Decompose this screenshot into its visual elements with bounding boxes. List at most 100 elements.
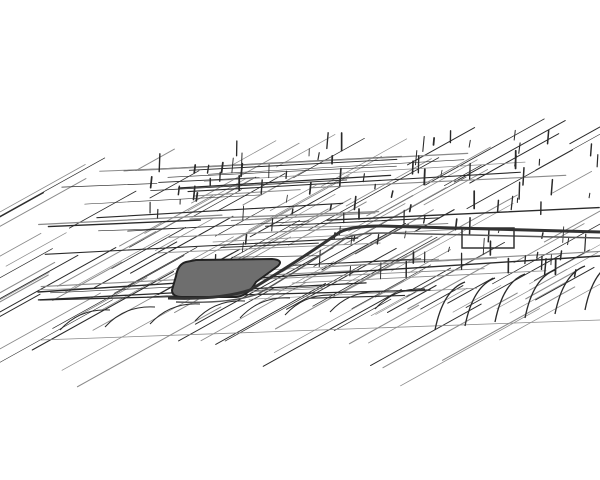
ramp-stroke <box>104 306 156 328</box>
hatch-stroke <box>248 155 383 231</box>
hatch-stroke <box>0 261 56 294</box>
building-stroke <box>308 181 312 195</box>
building-stroke <box>240 162 244 178</box>
hatch-stroke <box>76 306 222 388</box>
street-stroke <box>324 250 600 268</box>
building-stroke <box>447 246 450 253</box>
building-stroke <box>158 153 161 173</box>
building-stroke <box>338 167 342 187</box>
station-building <box>461 227 515 249</box>
hatch-stroke <box>149 170 200 199</box>
ramp-stroke <box>329 291 381 313</box>
hatch-stroke <box>528 244 600 285</box>
building-stroke <box>496 199 500 213</box>
hatch-stroke <box>391 203 514 272</box>
building-stroke <box>468 162 471 180</box>
hatch-stroke <box>269 184 317 212</box>
arch-stroke <box>524 269 556 319</box>
building-stroke <box>353 235 356 242</box>
hatch-stroke <box>0 157 106 217</box>
building-stroke <box>589 143 593 157</box>
hatch-stroke <box>366 146 491 217</box>
building-stroke <box>220 161 224 174</box>
hatch-stroke <box>258 261 335 304</box>
street-stroke <box>156 242 381 254</box>
arch-stroke <box>554 265 586 315</box>
hatch-stroke <box>333 298 392 332</box>
street-stroke <box>127 220 310 232</box>
building-stroke <box>177 185 181 196</box>
building-stroke <box>349 266 352 277</box>
building-stroke <box>241 241 244 253</box>
hatch-stroke <box>0 232 42 257</box>
hatch-stroke <box>0 299 113 363</box>
hatch-stroke <box>200 282 306 342</box>
hatch-stroke <box>191 189 242 218</box>
building-stroke <box>432 137 435 146</box>
arch-stroke <box>494 273 526 323</box>
horizontal-street-lines <box>37 152 600 341</box>
hatch-stroke <box>0 178 87 227</box>
hatch-stroke <box>155 217 214 251</box>
street-stroke <box>207 159 465 175</box>
building-stroke <box>423 168 426 186</box>
building-stroke <box>422 136 425 152</box>
building-stroke <box>231 157 234 174</box>
hatch-stroke <box>343 187 447 245</box>
building-stroke <box>562 226 565 243</box>
hatch-stroke <box>65 233 170 293</box>
building-stroke <box>550 178 554 196</box>
hatch-stroke <box>277 193 336 227</box>
building-stroke <box>318 249 321 268</box>
arch-stroke <box>464 277 496 327</box>
hatch-stroke <box>303 209 434 283</box>
hatch-stroke <box>387 194 518 268</box>
hatch-stroke <box>249 186 341 238</box>
hatch-stroke <box>355 223 410 255</box>
hatch-stroke <box>525 270 576 300</box>
street-stroke <box>137 152 469 172</box>
building-stroke <box>518 181 521 200</box>
street-stroke <box>203 161 526 182</box>
hatch-stroke <box>375 250 492 315</box>
ramp-stroke <box>374 288 426 310</box>
hatch-stroke <box>348 304 420 345</box>
ramp-stroke <box>194 300 246 322</box>
hatch-stroke <box>135 148 175 172</box>
building-stroke <box>468 139 471 148</box>
hatch-stroke <box>0 292 101 350</box>
building-stroke <box>206 164 210 174</box>
street-stroke <box>177 174 392 189</box>
hatch-stroke <box>407 262 492 310</box>
building-stroke <box>317 152 320 161</box>
ramp-stroke <box>149 303 201 325</box>
hatch-stroke <box>0 192 45 218</box>
street-stroke <box>38 214 223 226</box>
building-stroke <box>411 160 414 175</box>
hatch-stroke <box>0 272 50 301</box>
building-stroke <box>244 233 248 245</box>
street-stroke <box>167 165 397 178</box>
building-stroke <box>149 176 153 189</box>
street-stroke <box>220 242 319 249</box>
building-stroke <box>329 203 333 211</box>
hatch-stroke <box>534 249 590 281</box>
hatch-stroke <box>424 118 545 186</box>
hatch-stroke <box>509 281 567 314</box>
street-stroke <box>44 237 359 255</box>
street-stroke <box>99 167 191 172</box>
hatch-stroke <box>321 222 406 271</box>
hatch-stroke <box>447 277 494 304</box>
street-stroke <box>96 202 344 219</box>
building-stroke <box>240 152 243 170</box>
street-stroke <box>158 177 260 183</box>
hatch-stroke <box>5 232 67 267</box>
main-road-curve-inner <box>175 232 600 304</box>
street-stroke <box>37 255 600 293</box>
hatch-stroke <box>413 267 452 290</box>
building-stroke <box>513 129 516 141</box>
hatch-stroke <box>144 195 214 234</box>
hatch-stroke <box>368 287 468 344</box>
hatch-stroke <box>543 210 600 243</box>
